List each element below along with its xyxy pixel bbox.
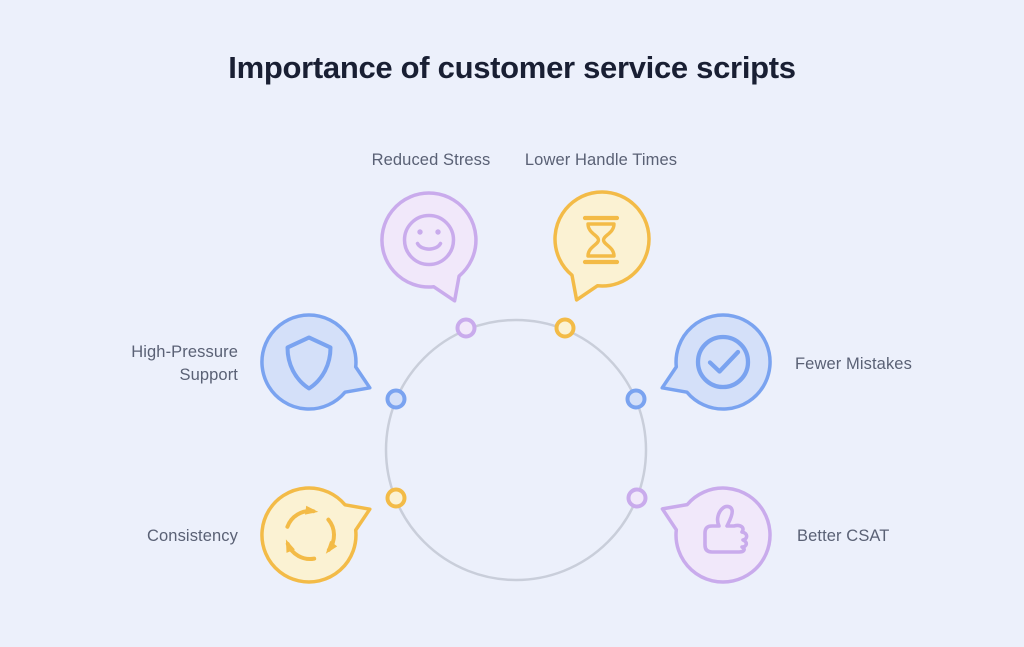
thumbs-up-icon <box>703 504 749 554</box>
shield-icon <box>285 335 333 391</box>
bubble-reduced-stress <box>380 191 478 303</box>
label-reduced-stress: Reduced Stress <box>371 151 491 169</box>
connector-dot-consistency <box>385 487 407 509</box>
connector-dot-lower-handle-times <box>554 317 576 339</box>
label-consistency: Consistency <box>147 527 238 545</box>
label-high-pressure-support: High-Pressure Support <box>131 343 238 384</box>
speech-bubble <box>553 190 651 302</box>
label-lower-handle-times: Lower Handle Times <box>524 151 678 169</box>
connector-dot-fewer-mistakes <box>625 388 647 410</box>
page-title: Importance of customer service scripts <box>228 50 796 85</box>
speech-bubble <box>660 486 772 584</box>
center-circle <box>384 318 648 582</box>
speech-bubble <box>260 313 372 411</box>
bubble-lower-handle-times <box>553 190 651 302</box>
speech-bubble <box>260 486 372 584</box>
connector-dot-better-csat <box>626 487 648 509</box>
cycle-arrows-icon <box>285 505 338 561</box>
speech-bubble <box>660 313 772 411</box>
connector-dot-reduced-stress <box>455 317 477 339</box>
hourglass-icon <box>582 215 620 265</box>
label-fewer-mistakes: Fewer Mistakes <box>795 355 912 373</box>
bubble-consistency <box>260 486 372 584</box>
bubble-high-pressure-support <box>260 313 372 411</box>
speech-bubble <box>380 191 478 303</box>
label-better-csat: Better CSAT <box>797 527 890 545</box>
check-circle-icon <box>695 334 751 390</box>
bubble-better-csat <box>660 486 772 584</box>
bubble-fewer-mistakes <box>660 313 772 411</box>
connector-dot-high-pressure-support <box>385 388 407 410</box>
smiley-face-icon <box>402 213 456 267</box>
connector-dots <box>385 317 648 509</box>
